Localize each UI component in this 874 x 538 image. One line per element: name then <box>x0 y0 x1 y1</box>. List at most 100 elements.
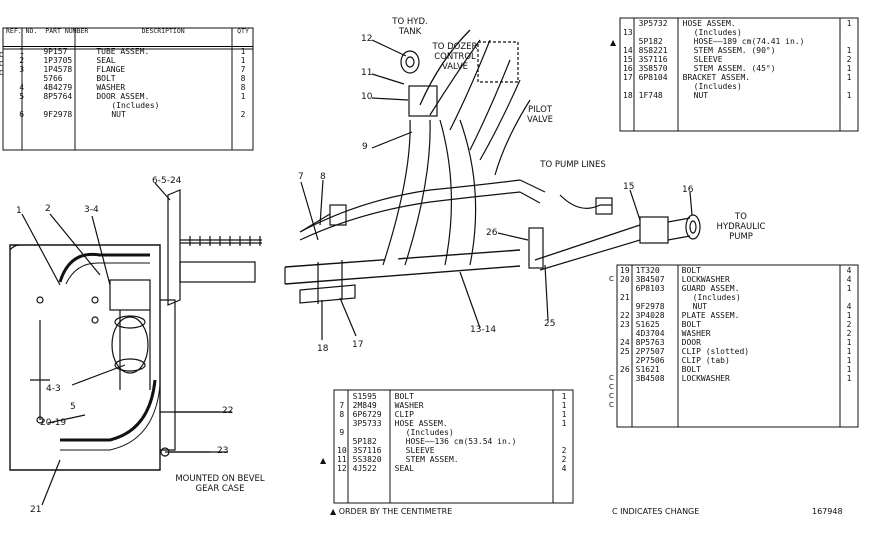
header-desc: DESCRIPTION <box>93 28 233 47</box>
quantity <box>233 101 253 110</box>
callout-1: 1 <box>16 206 22 216</box>
label-to-dozer-valve: TO DOZER CONTROL VALVE <box>432 42 478 72</box>
quantity: 8 <box>240 74 246 83</box>
quantity: 1 <box>240 56 246 65</box>
callout-8: 8 <box>320 172 326 182</box>
label-to-hyd-tank: TO HYD. TANK <box>392 17 428 37</box>
callout-18: 18 <box>317 344 329 354</box>
quantity: 1 <box>240 47 246 56</box>
callout-23: 23 <box>217 446 229 456</box>
quantity: 8 <box>240 83 246 92</box>
callout-4-3: 4-3 <box>46 384 61 394</box>
ref-no: 1 <box>19 47 25 56</box>
part-number: 5766 <box>43 74 63 83</box>
callout-12: 12 <box>361 34 373 44</box>
part-number: 9F2978 <box>43 110 73 119</box>
callout-11: 11 <box>361 68 373 78</box>
quantity: 2 <box>240 110 246 119</box>
callout-9: 9 <box>362 142 368 152</box>
hose-assembly-view <box>284 29 701 340</box>
part-number: 9P157 <box>43 47 68 56</box>
bevel-gear-case-view <box>9 182 262 506</box>
table-row: (Includes) <box>693 82 742 91</box>
quantity: 1 <box>240 92 246 101</box>
callout-16: 16 <box>682 185 694 195</box>
part-number: 8P5764 <box>43 92 73 101</box>
callout-7: 7 <box>298 172 304 182</box>
callout-26: 26 <box>486 228 498 238</box>
table-row: 5 8P5764 DOOR ASSEM. 1 <box>3 92 253 101</box>
ref-no: 5 <box>19 92 25 101</box>
callout-15: 15 <box>623 182 635 192</box>
table-row: 9(Includes) <box>339 428 454 437</box>
callout-17: 17 <box>352 340 364 350</box>
header-ref: REF. NO. <box>3 28 41 47</box>
description: BOLT <box>96 74 116 83</box>
description: NUT <box>111 110 126 119</box>
ref-no: 2 <box>19 56 25 65</box>
table-row: 13(Includes) <box>623 28 742 37</box>
callout-6-5-24: 6-5-24 <box>152 176 182 186</box>
table-row: 5766 BOLT 8 <box>3 74 253 83</box>
callout-22: 22 <box>222 406 234 416</box>
ref-no: 3 <box>19 65 25 74</box>
description: DOOR ASSEM. <box>96 92 150 101</box>
part-number: 1P3705 <box>43 56 73 65</box>
change-note: C INDICATES CHANGE <box>612 507 700 516</box>
description: TUBE ASSEM. <box>96 47 150 56</box>
callout-21: 21 <box>30 505 42 515</box>
description: (Includes) <box>111 101 160 110</box>
centimetre-mark-bottom: ▲ <box>320 456 327 465</box>
table-row: 1 9P157 TUBE ASSEM. 1 <box>3 47 253 56</box>
ref-no: 4 <box>19 83 25 92</box>
callout-20-19: 20-19 <box>40 418 67 428</box>
centimetre-mark-top: ▲ <box>610 38 617 47</box>
label-mounted-on: MOUNTED ON BEVEL GEAR CASE <box>175 474 265 494</box>
part-number <box>40 101 93 110</box>
table-row: (Includes) <box>3 101 253 110</box>
label-to-hydraulic-pump: TO HYDRAULIC PUMP <box>716 212 766 242</box>
callout-3-4: 3-4 <box>84 205 99 215</box>
label-to-pump-lines: TO PUMP LINES <box>540 160 606 170</box>
centimetre-note: ▲ ORDER BY THE CENTIMETRE <box>330 507 453 516</box>
callout-5: 5 <box>70 402 76 412</box>
header-part: PART NUMBER <box>40 28 94 47</box>
quantity: 7 <box>240 65 246 74</box>
callout-13-14: 13-14 <box>470 325 497 335</box>
ref-no: 6 <box>19 110 25 119</box>
header-qty: QTY <box>233 28 253 47</box>
table-row: 6 9F2978 NUT 2 <box>3 110 253 119</box>
